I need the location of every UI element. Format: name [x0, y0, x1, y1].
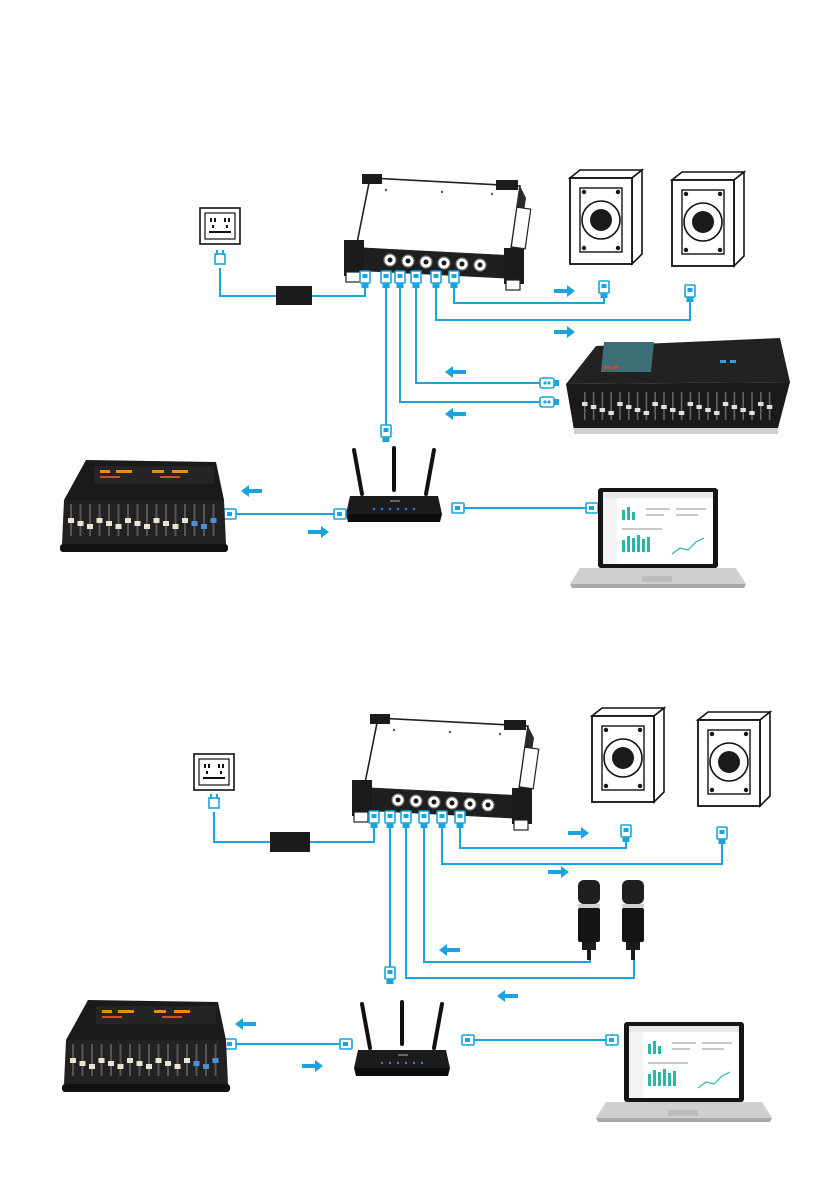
speaker-jacks-top: [599, 281, 695, 302]
broadcast-console-top: [60, 460, 228, 552]
plug-bottom: [209, 794, 219, 808]
power-adapter-bottom: [270, 832, 310, 852]
speaker-left-top: [570, 170, 642, 264]
socket-bottom: [194, 754, 234, 790]
laptop-bottom: [596, 1022, 772, 1122]
speaker-jacks-bottom: [621, 825, 727, 844]
speaker-right-bottom: [698, 712, 770, 806]
ethernet-jacks-bottom: [224, 967, 618, 1049]
socket-top: [200, 208, 240, 244]
router-bottom: [354, 1002, 450, 1076]
power-adapter-top: [276, 286, 312, 305]
diagram-bottom: [62, 708, 772, 1122]
broadcast-console-bottom: [62, 1000, 230, 1092]
microphone-right: [622, 880, 644, 960]
mixer-xlr-plugs-top: [540, 378, 559, 407]
speaker-right-top: [672, 172, 744, 266]
router-top: [346, 448, 442, 522]
diagram-top: [60, 170, 790, 588]
speaker-left-bottom: [592, 708, 664, 802]
microphone-left: [578, 880, 600, 960]
plug-top: [215, 250, 225, 264]
digital-mixer-top: [566, 338, 790, 434]
